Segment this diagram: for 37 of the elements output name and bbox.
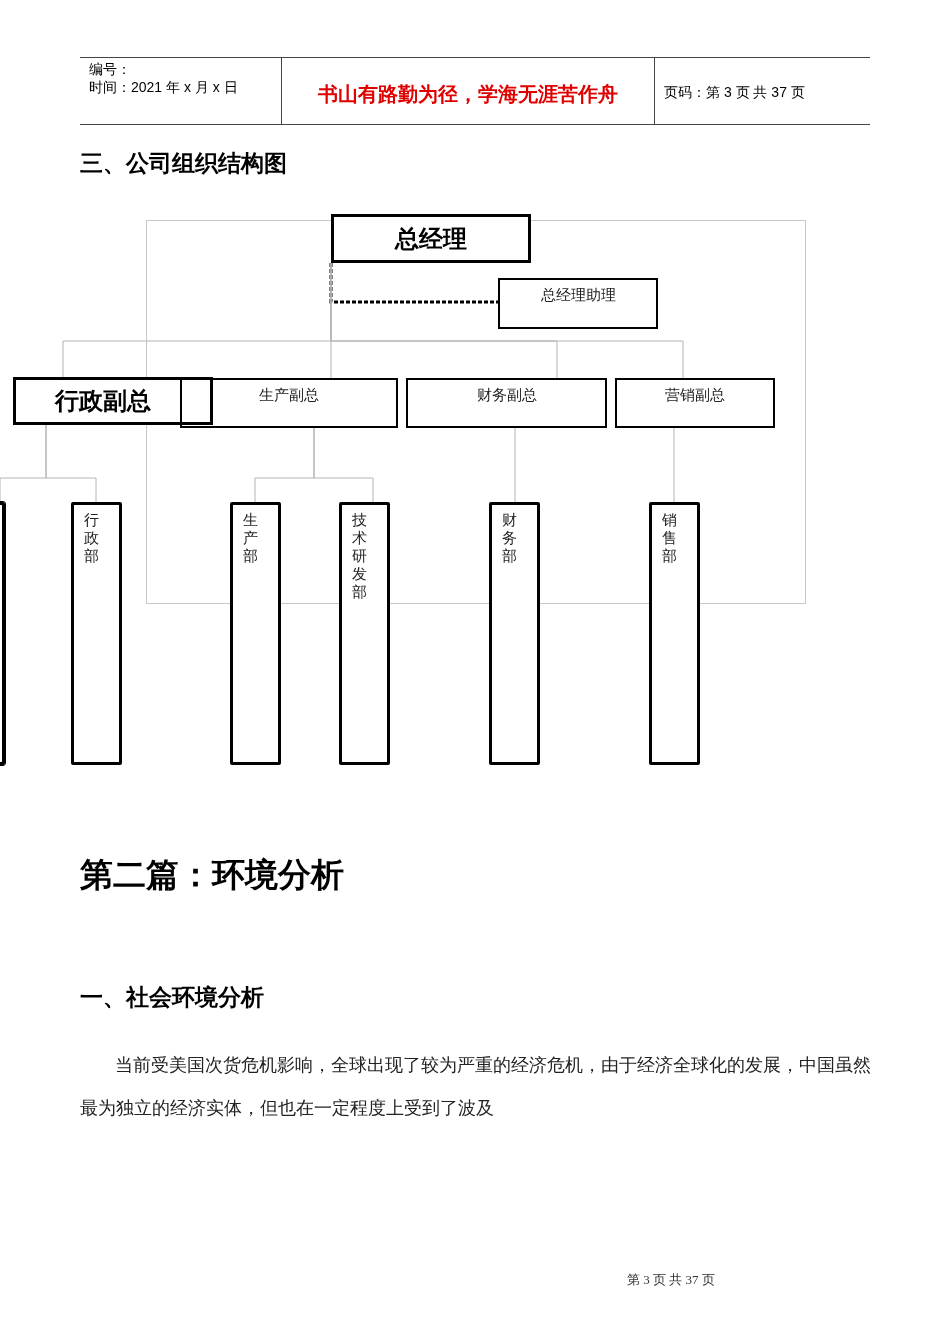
header-text: 页码：第 3 页 共 37 页 (664, 83, 805, 102)
header-text: 编号： (89, 60, 131, 78)
header-text: 时间：2021 年 x 月 x 日 (89, 78, 238, 96)
node-label: 行政副总 (55, 389, 152, 413)
connector-line (673, 427, 675, 503)
role-box (13, 377, 213, 425)
node-label: 生产副总 (259, 386, 319, 405)
chapter-heading: 第二篇：环境分析 (80, 854, 344, 896)
motto-text: 书山有路勤为径，学海无涯苦作舟 (317, 81, 619, 108)
connector-line (514, 427, 516, 503)
page-footer: 第 3 页 共 37 页 (627, 1270, 715, 1290)
section-heading: 一、社会环境分析 (80, 983, 264, 1012)
node-label: 财务部 (502, 511, 517, 565)
node-label: 财务副总 (476, 386, 537, 405)
role-box (615, 378, 775, 428)
node-label: 营销副总 (665, 386, 725, 405)
department-box (71, 502, 122, 765)
role-box (406, 378, 607, 428)
dashed-connector (329, 263, 498, 304)
department-box (489, 502, 540, 765)
node-label: 总经理 (395, 226, 467, 251)
connector-line (45, 424, 97, 503)
node-label: 技术研发部 (352, 511, 367, 601)
role-box (331, 214, 531, 263)
connector-line (313, 427, 374, 503)
role-box (498, 278, 658, 329)
department-box (339, 502, 390, 765)
connector-line (330, 262, 684, 379)
department-box (230, 502, 281, 765)
section-heading: 三、公司组织结构图 (80, 149, 287, 178)
node-label: 生产部 (243, 511, 258, 565)
node-label: 行政部 (84, 511, 99, 565)
body-paragraph: 当前受美国次货危机影响，全球出现了较为严重的经济危机，由于经济全球化的发展，中国虽然最为独立的经济实体，但也在一定程度上受到了波及 (80, 1054, 872, 1120)
role-box (180, 378, 398, 428)
node-label: 销售部 (662, 511, 677, 565)
department-box (649, 502, 700, 765)
node-label: 总经理助理 (540, 286, 616, 305)
